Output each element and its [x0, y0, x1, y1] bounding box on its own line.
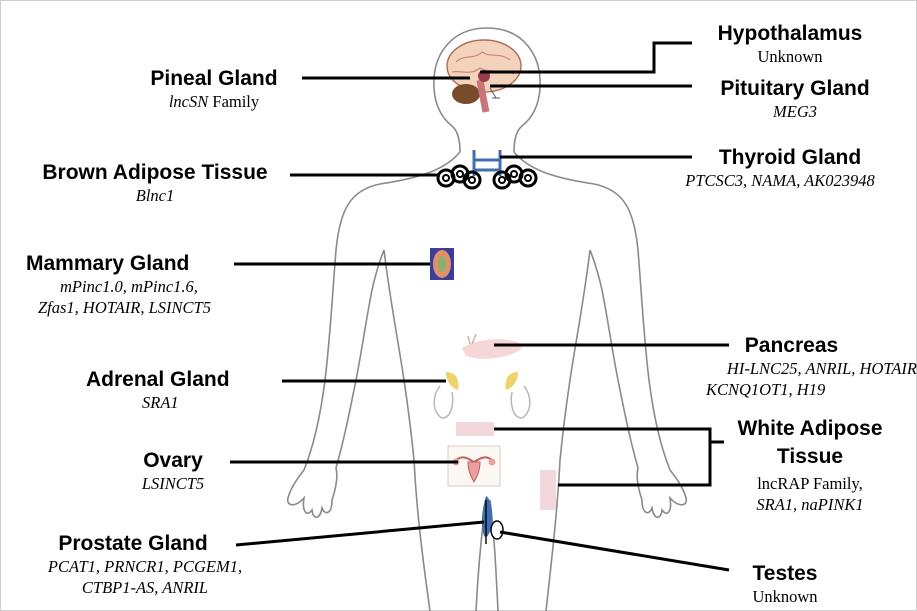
label-pituitary-gland: Pituitary Gland MEG3 [695, 77, 895, 122]
organ-name: Brown Adipose Tissue [20, 161, 290, 185]
gene-list: lncSN Family [135, 91, 293, 112]
gene-italic: lncSN [169, 92, 208, 111]
label-prostate-gland: Prostate Gland PCAT1, PRNCR1, PCGEM1, CT… [10, 532, 280, 598]
label-ovary: Ovary LSINCT5 [118, 449, 228, 494]
gene-list: MEG3 [695, 101, 895, 122]
adrenal-gland-icon [434, 372, 530, 418]
organ-name: Prostate Gland [10, 532, 280, 556]
label-mammary-gland: Mammary Gland mPinc1.0, mPinc1.6, Zfas1,… [20, 252, 270, 318]
gene-list: LSINCT5 [118, 473, 228, 494]
organ-name: Pituitary Gland [695, 77, 895, 101]
label-hypothalamus: Hypothalamus Unknown [700, 22, 880, 67]
gene-list: Blnc1 [20, 185, 290, 206]
organ-name: Mammary Gland [20, 252, 270, 276]
organ-name: Ovary [118, 449, 228, 473]
label-pancreas: Pancreas HI-LNC25, ANRIL, HOTAIR KCNQ1OT… [700, 334, 917, 400]
gene-list: Unknown [700, 46, 880, 67]
organ-name-line-1: White Adipose [720, 417, 900, 441]
organ-name: Thyroid Gland [680, 146, 900, 170]
leader-white-adipose [494, 429, 710, 485]
organ-name: Adrenal Gland [60, 368, 280, 392]
gene-list-line-2: Zfas1, HOTAIR, LSINCT5 [20, 297, 270, 318]
label-thyroid-gland: Thyroid Gland PTCSC3, NAMA, AK023948 [680, 146, 900, 191]
ovary-icon [448, 446, 500, 486]
organ-name: Pineal Gland [135, 67, 293, 91]
organ-name: Testes [730, 562, 840, 586]
organ-name: Pancreas [700, 334, 917, 358]
label-pineal-gland: Pineal Gland lncSN Family [135, 67, 293, 112]
brain-icon [447, 40, 521, 112]
gene-list: Unknown [730, 586, 840, 607]
gene-list-line-1: lncRAP Family, [720, 473, 900, 494]
gene-list: SRA1 [60, 392, 280, 413]
leader-lines [230, 43, 729, 570]
label-white-adipose-tissue: White Adipose Tissue lncRAP Family, SRA1… [720, 417, 900, 515]
label-brown-adipose-tissue: Brown Adipose Tissue Blnc1 [20, 161, 290, 206]
mammary-gland-icon [430, 248, 454, 280]
gene-list-line-1: mPinc1.0, mPinc1.6, [20, 276, 270, 297]
gene-list-line-2: SRA1, naPINK1 [720, 494, 900, 515]
label-testes: Testes Unknown [730, 562, 840, 607]
gene-rest: Family [208, 92, 259, 111]
thyroid-icon [474, 150, 500, 176]
organ-name: Hypothalamus [700, 22, 880, 46]
gene-list-line-1: PCAT1, PRNCR1, PCGEM1, [10, 556, 280, 577]
organ-name-line-2: Tissue [720, 445, 900, 469]
gene-list: PTCSC3, NAMA, AK023948 [660, 170, 900, 191]
gene-list-line-2: KCNQ1OT1, H19 [700, 379, 917, 400]
gene-list-line-2: CTBP1-AS, ANRIL [10, 577, 280, 598]
gene-list-line-1: HI-LNC25, ANRIL, HOTAIR [700, 358, 917, 379]
leader-testes [500, 532, 729, 570]
label-adrenal-gland: Adrenal Gland SRA1 [60, 368, 280, 413]
